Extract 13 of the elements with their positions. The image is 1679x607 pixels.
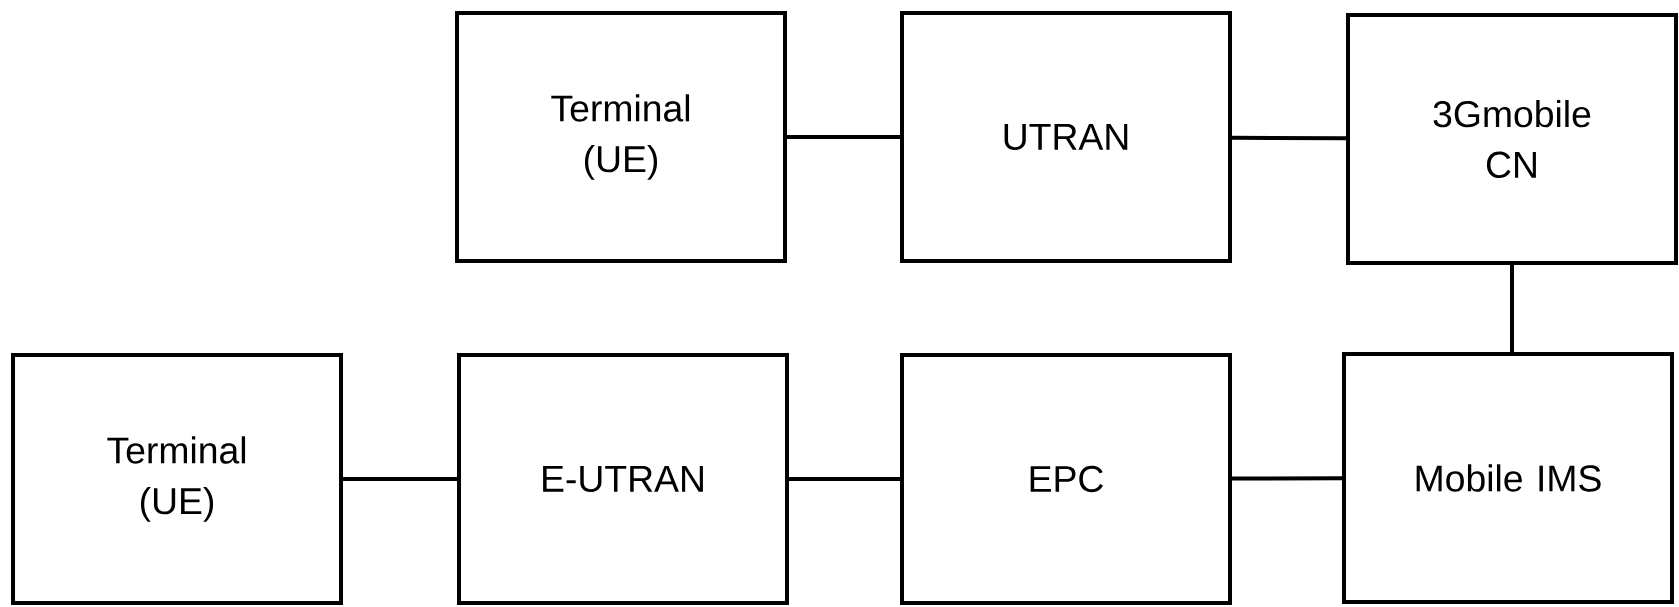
process-box: Terminal (UE)	[11, 353, 343, 605]
connector-line	[787, 135, 900, 139]
connector-line	[789, 477, 900, 481]
process-box: EPC	[900, 353, 1232, 605]
connector-line	[1232, 135, 1346, 141]
connector-line	[343, 477, 457, 481]
connector-line	[1232, 476, 1342, 481]
connector-line	[1510, 265, 1514, 352]
process-box: Terminal (UE)	[455, 11, 787, 263]
process-box: Mobile IMS	[1342, 352, 1674, 604]
process-box: 3Gmobile CN	[1346, 13, 1678, 265]
process-box: E-UTRAN	[457, 353, 789, 605]
process-box: UTRAN	[900, 11, 1232, 263]
